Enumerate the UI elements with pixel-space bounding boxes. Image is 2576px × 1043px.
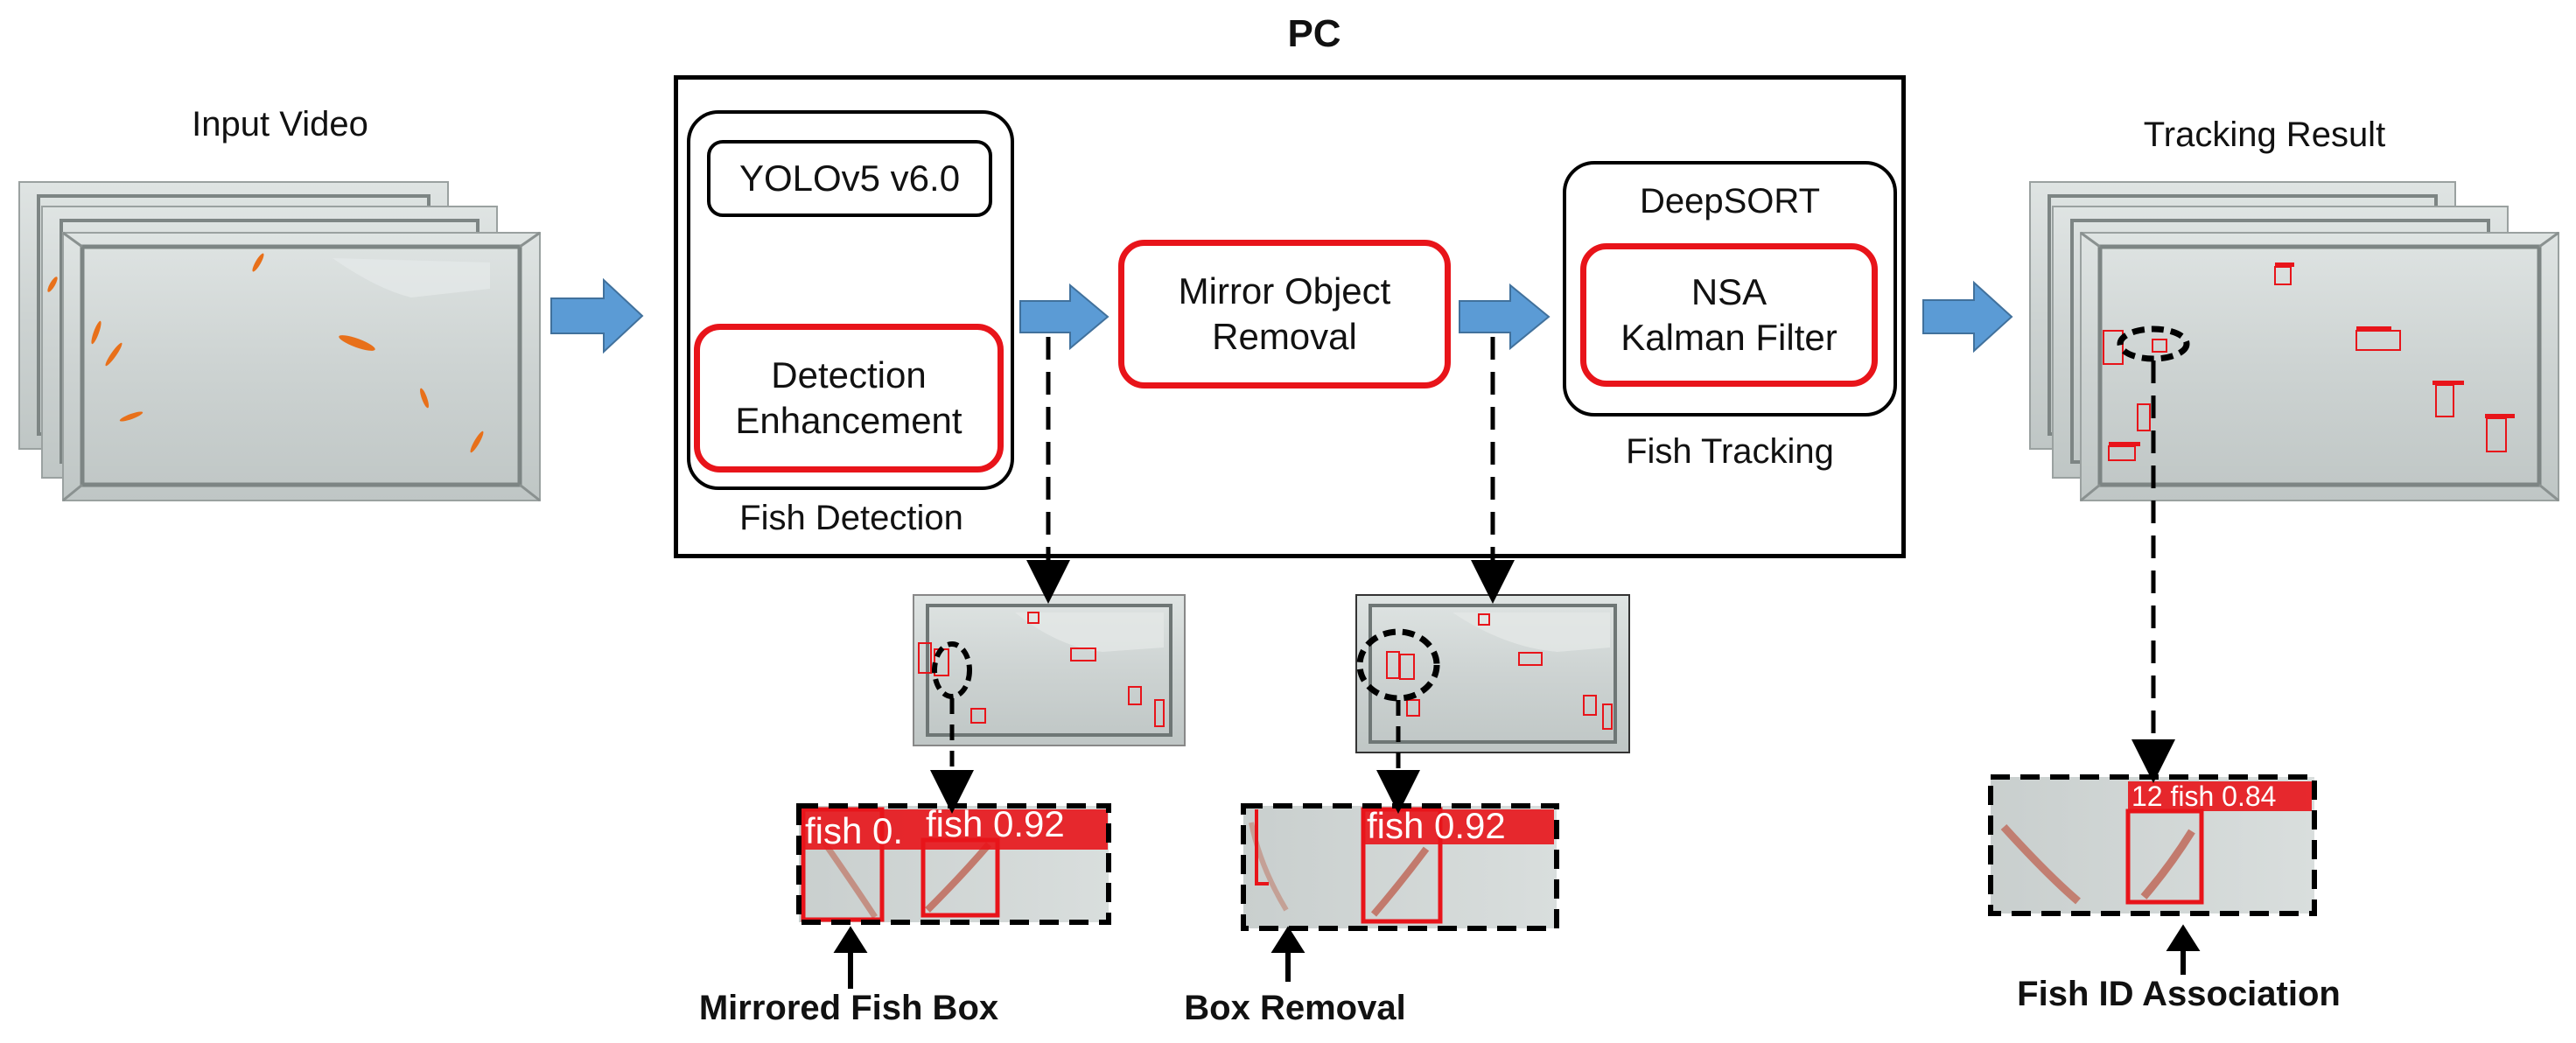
result-video-stack [2029, 181, 2559, 502]
zoom-mirrored-box1-text: fish 0. [805, 810, 904, 851]
input-video-stack [18, 181, 541, 502]
detection-enhancement-line2: Enhancement [735, 400, 962, 441]
caption-box-removal: Box Removal [1184, 989, 1406, 1027]
zoom-id-image [1988, 774, 2317, 916]
deepsort-label: DeepSORT [1639, 182, 1820, 220]
detection-enhancement-box: Detection Enhancement [694, 324, 1004, 472]
yolo-box: YOLOv5 v6.0 [707, 140, 992, 217]
zoom-removal-image [1241, 803, 1559, 931]
dashed-connectors [930, 337, 2175, 814]
nsa-line1: NSA [1690, 270, 1768, 312]
fish-tracking-label: Fish Tracking [1626, 432, 1834, 471]
arrow-pc-to-result [1922, 280, 2013, 354]
mirror-removal-line2: Removal [1212, 316, 1357, 357]
input-fish-group [47, 253, 484, 453]
caption-mirrored-fish-box: Mirrored Fish Box [698, 989, 999, 1027]
result-highlight-ellipse [2117, 326, 2190, 362]
zoom-mirrored-box2-text: fish 0.92 [926, 803, 1065, 844]
tracking-result-label: Tracking Result [2143, 116, 2386, 154]
zoom-mirrored-image [796, 803, 1111, 925]
arrow-mirror-to-tracking [1459, 283, 1550, 351]
nsa-kalman-box: NSA Kalman Filter [1580, 243, 1878, 387]
zoom-id-box-text: 12 fish 0.84 [2132, 780, 2277, 812]
input-frame-front [47, 231, 541, 502]
nsa-line2: Kalman Filter [1620, 317, 1838, 358]
arrow-detect-to-mirror [1019, 283, 1110, 351]
arrow-input-to-pc [550, 277, 644, 354]
caption-fish-id-association: Fish ID Association [2017, 975, 2341, 1013]
detection-thumbnail [913, 594, 1186, 746]
pc-container [674, 75, 1906, 558]
result-label-tags [2109, 262, 2515, 446]
yolo-label: YOLOv5 v6.0 [738, 158, 961, 199]
mirror-removal-line1: Mirror Object [1178, 270, 1391, 312]
mirror-removal-box: Mirror Object Removal [1118, 240, 1451, 388]
removal-thumbnail [1355, 594, 1630, 753]
input-video-label: Input Video [192, 105, 368, 144]
caption-pointer-arrows [833, 924, 2201, 989]
zoom-removal-box-text: fish 0.92 [1367, 805, 1506, 846]
result-frame-front [2080, 231, 2559, 502]
fish-detection-label: Fish Detection [739, 499, 963, 537]
pc-title: PC [1287, 12, 1341, 55]
detection-enhancement-line1: Detection [771, 354, 927, 396]
